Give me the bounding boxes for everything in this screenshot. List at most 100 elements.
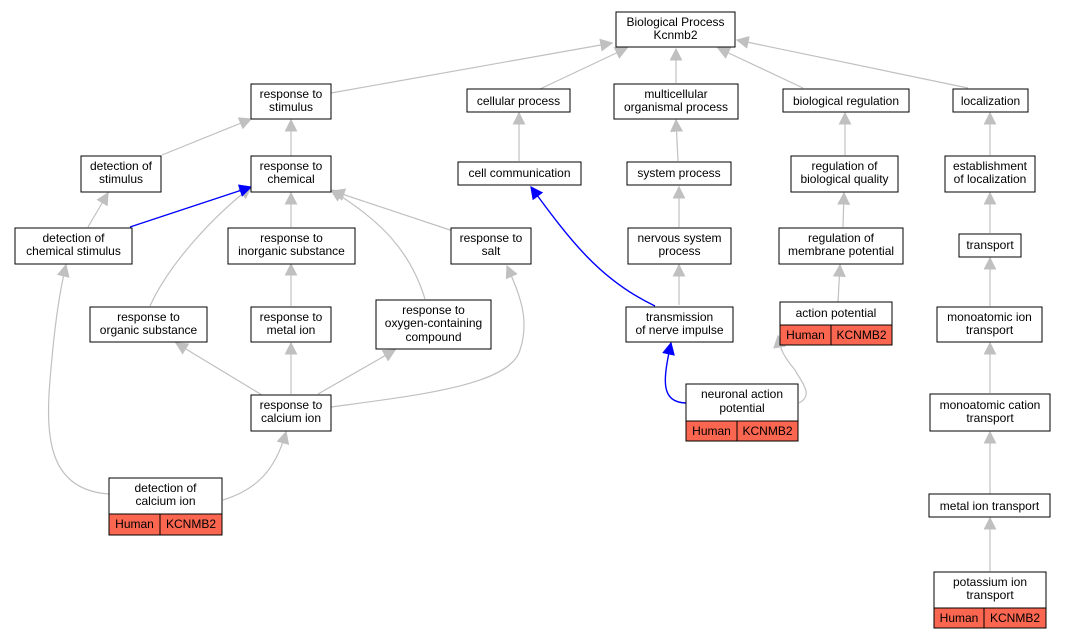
node-cellular-process[interactable]: cellular process	[466, 88, 571, 113]
node-label-line: detection of	[42, 231, 105, 245]
node-label-line: localization	[961, 94, 1020, 108]
edge-response-to-calcium-to-response-to-salt	[330, 264, 525, 408]
node-response-to-oxygen-containing-compound[interactable]: response to oxygen-containing compound	[375, 299, 492, 350]
node-neuronal-action-potential[interactable]: neuronal action potential Human KCNMB2	[685, 383, 799, 442]
species-label: Human	[115, 517, 154, 531]
node-label-line: response to	[260, 87, 323, 101]
nodes: Biological Process Kcnmb2 response to st…	[14, 11, 1051, 629]
node-response-to-stimulus[interactable]: response to stimulus	[250, 83, 332, 120]
edge-action-potential-to-regulation-of-membrane	[832, 263, 846, 303]
edges	[47, 36, 997, 571]
node-response-to-organic-substance[interactable]: response to organic substance	[89, 306, 208, 343]
edge-response-to-oxygen-to-response-to-chemical	[329, 189, 426, 300]
node-metal-ion-transport[interactable]: metal ion transport	[928, 493, 1051, 518]
node-nervous-system-process[interactable]: nervous system process	[627, 227, 732, 265]
node-label-line: metal ion	[267, 323, 316, 337]
node-action-potential[interactable]: action potential Human KCNMB2	[779, 301, 893, 346]
node-label-line: of localization	[954, 172, 1027, 186]
edge-transmission-to-cell-communication-highlight	[530, 185, 656, 307]
edge-detection-of-calcium-to-detection-of-chemical	[47, 263, 110, 495]
node-label-line: membrane potential	[788, 244, 894, 258]
node-label-line: organismal process	[624, 100, 728, 114]
node-label-line: regulation of	[811, 159, 878, 173]
node-label-line: metal ion transport	[940, 499, 1040, 513]
node-label-line: biological regulation	[793, 94, 899, 108]
node-label-line: potential	[719, 401, 764, 415]
node-regulation-of-biological-quality[interactable]: regulation of biological quality	[790, 155, 899, 193]
node-establishment-of-localization[interactable]: establishment of localization	[944, 155, 1036, 193]
node-root[interactable]: Biological Process Kcnmb2	[615, 11, 736, 48]
node-monoatomic-ion-transport[interactable]: monoatomic ion transport	[936, 306, 1043, 343]
node-label-line: transport	[966, 323, 1014, 337]
node-label-line: cell communication	[468, 166, 570, 180]
edge-detection-of-chemical-stimulus-to-detection-of-stimulus	[87, 191, 109, 228]
edge-regulation-of-membrane-to-regulation-of-quality	[837, 191, 851, 228]
node-potassium-ion-transport[interactable]: potassium ion transport Human KCNMB2	[933, 571, 1047, 629]
annotation-row: Human KCNMB2	[933, 607, 1047, 629]
node-label-line: response to	[260, 231, 323, 245]
node-label-line: transport	[966, 588, 1014, 602]
node-detection-of-chemical-stimulus[interactable]: detection of chemical stimulus	[14, 227, 133, 265]
node-label-line: stimulus	[99, 172, 143, 186]
node-multicellular-organismal-process[interactable]: multicellular organismal process	[613, 83, 739, 120]
node-label-line: biological quality	[800, 172, 888, 186]
node-detection-of-calcium-ion[interactable]: detection of calcium ion Human KCNMB2	[108, 477, 223, 536]
node-biological-regulation[interactable]: biological regulation	[782, 88, 910, 113]
edge-response-to-calcium-to-response-to-oxygen	[317, 349, 397, 395]
node-label-line: transport	[966, 411, 1014, 425]
gene-label: KCNMB2	[742, 424, 792, 438]
node-label-line: process	[658, 244, 700, 258]
edge-detection-of-chemical-to-response-to-chemical-highlight	[129, 184, 253, 228]
edge-response-to-salt-to-response-to-chemical	[331, 188, 457, 233]
node-label-line: establishment	[953, 159, 1028, 173]
node-label-line: calcium ion	[135, 494, 195, 508]
node-label-line: chemical stimulus	[26, 244, 121, 258]
node-localization[interactable]: localization	[952, 88, 1029, 113]
species-label: Human	[786, 328, 825, 342]
gene-cell	[983, 607, 1047, 629]
node-label-line: response to	[260, 398, 323, 412]
node-label-line: transmission	[646, 310, 713, 324]
node-label-line: detection of	[134, 481, 197, 495]
edge-neuronal-ap-to-action-potential	[773, 334, 807, 404]
node-label-line: system process	[637, 166, 720, 180]
node-label-line: salt	[482, 244, 501, 258]
node-detection-of-stimulus[interactable]: detection of stimulus	[80, 155, 162, 193]
node-label-line: regulation of	[808, 231, 875, 245]
gene-cell	[159, 513, 223, 536]
edge-detection-of-calcium-to-response-to-calcium	[222, 430, 290, 501]
node-response-to-salt[interactable]: response to salt	[450, 227, 532, 265]
node-transport[interactable]: transport	[958, 233, 1022, 258]
node-response-to-chemical[interactable]: response to chemical	[250, 155, 332, 193]
node-label-line: monoatomic cation	[940, 398, 1041, 412]
node-label-line: response to	[117, 310, 180, 324]
gene-label: KCNMB2	[166, 517, 216, 531]
node-label-line: action potential	[796, 306, 877, 320]
gene-cell	[736, 420, 799, 442]
node-monoatomic-cation-transport[interactable]: monoatomic cation transport	[929, 393, 1051, 432]
node-label-line: response to	[260, 310, 323, 324]
node-response-to-metal-ion[interactable]: response to metal ion	[250, 306, 332, 343]
node-response-to-calcium-ion[interactable]: response to calcium ion	[250, 394, 332, 432]
edge-system-process-to-multicellular	[670, 118, 684, 162]
node-label-line: detection of	[90, 159, 153, 173]
node-label-line: nervous system	[637, 231, 721, 245]
gene-label: KCNMB2	[836, 328, 886, 342]
node-cell-communication[interactable]: cell communication	[457, 161, 582, 186]
node-transmission-of-nerve-impulse[interactable]: transmission of nerve impulse	[625, 306, 734, 343]
edge-response-to-calcium-to-response-to-organic	[174, 342, 263, 396]
annotation-row: Human KCNMB2	[108, 513, 223, 536]
node-label-line: calcium ion	[261, 411, 321, 425]
node-label-line: stimulus	[269, 100, 313, 114]
node-label-line: of nerve impulse	[635, 323, 723, 337]
node-system-process[interactable]: system process	[626, 161, 732, 186]
node-regulation-of-membrane-potential[interactable]: regulation of membrane potential	[778, 227, 904, 265]
node-label-line: transport	[966, 238, 1014, 252]
node-label-line: oxygen-containing	[385, 316, 482, 330]
node-label-line: inorganic substance	[238, 244, 345, 258]
edge-detection-of-stimulus-to-response-to-stimulus	[161, 117, 253, 156]
edge-localization-to-root	[735, 36, 969, 89]
node-label-line: multicellular	[644, 87, 707, 101]
node-response-to-inorganic-substance[interactable]: response to inorganic substance	[227, 227, 356, 265]
species-label: Human	[940, 611, 979, 625]
